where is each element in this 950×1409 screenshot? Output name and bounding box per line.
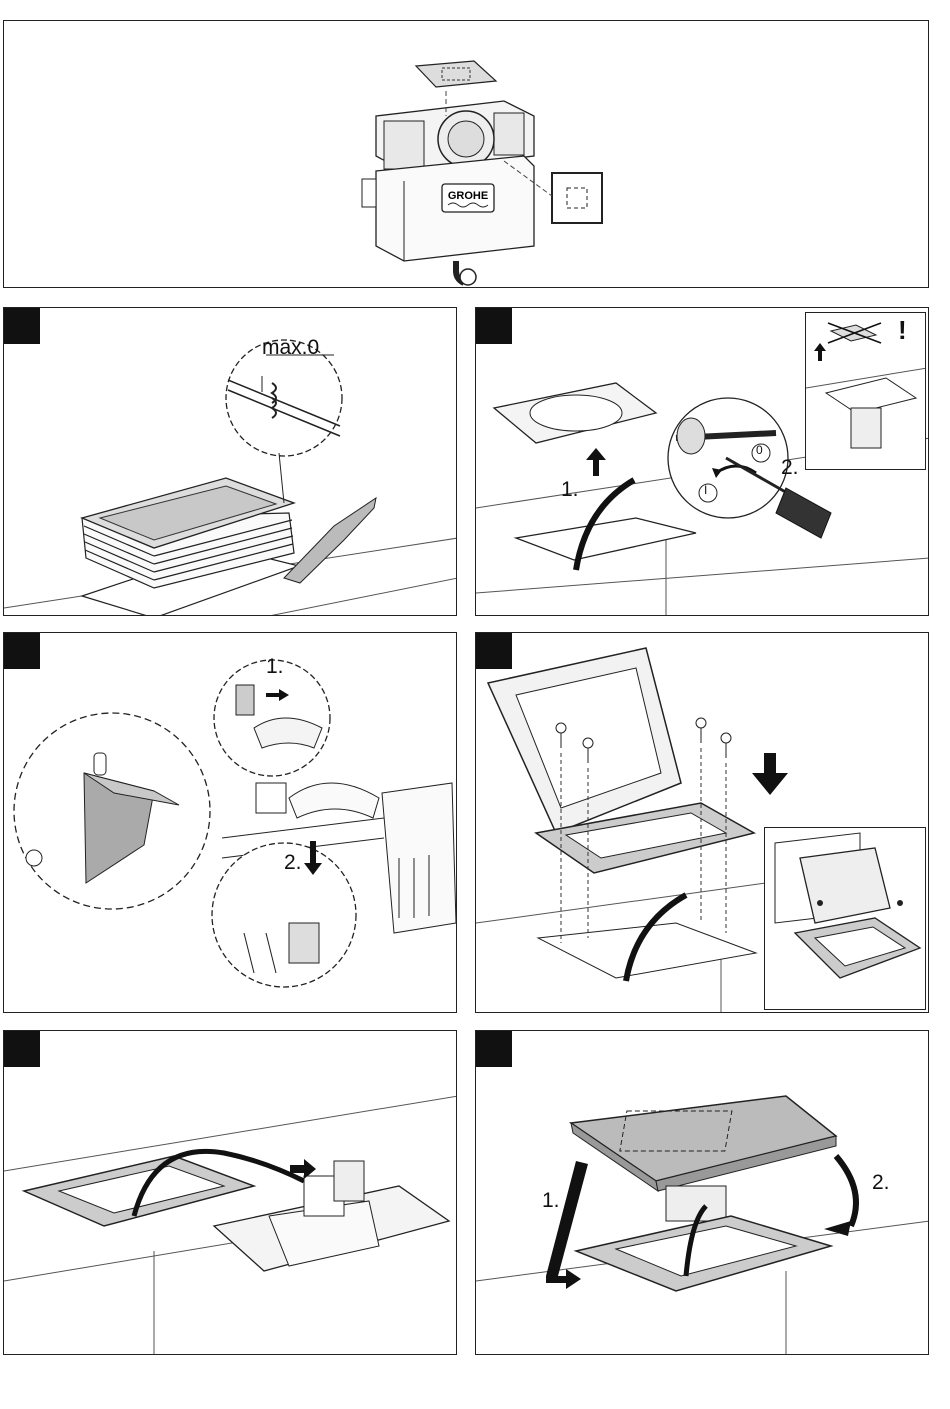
bracket-install-illustration: [4, 633, 457, 1013]
step-1-label: 1.: [266, 655, 284, 679]
module-connect-illustration: [4, 1031, 457, 1355]
step-2-label: 2.: [872, 1171, 890, 1195]
step-1-label: 1.: [542, 1189, 560, 1213]
svg-text:GROHE: GROHE: [448, 190, 488, 202]
step-2-label: 2.: [781, 456, 799, 480]
step-2-panel: 1. 2. 0 I !: [475, 307, 929, 616]
frame-detail-illustration: [765, 828, 926, 1010]
arrow-up-icon: [814, 343, 826, 361]
step-4-panel: [475, 632, 929, 1013]
step-1-panel: max.0: [3, 307, 457, 616]
dial-open-label: 0: [756, 443, 763, 457]
frame-detail-inset: [764, 827, 926, 1010]
dial-closed-label: I: [704, 483, 707, 497]
arrow-left-icon: [824, 1221, 851, 1236]
arrow-down-icon: [752, 753, 788, 795]
warning-illustration: [806, 313, 926, 470]
arrow-up-icon: [586, 448, 606, 476]
warning-inset: !: [805, 312, 926, 470]
cistern-illustration: GROHE: [4, 21, 929, 288]
plate-stack-illustration: [4, 308, 457, 616]
max-label: max.0: [262, 336, 319, 360]
step-1-label: 1.: [561, 478, 579, 502]
step-5-panel: [3, 1030, 457, 1355]
step-6-panel: 1. 2.: [475, 1030, 929, 1355]
step-3-panel: 1. 2.: [3, 632, 457, 1013]
step-2-label: 2.: [284, 851, 302, 875]
warning-mark: !: [898, 315, 907, 346]
overview-panel: GROHE: [3, 20, 929, 288]
